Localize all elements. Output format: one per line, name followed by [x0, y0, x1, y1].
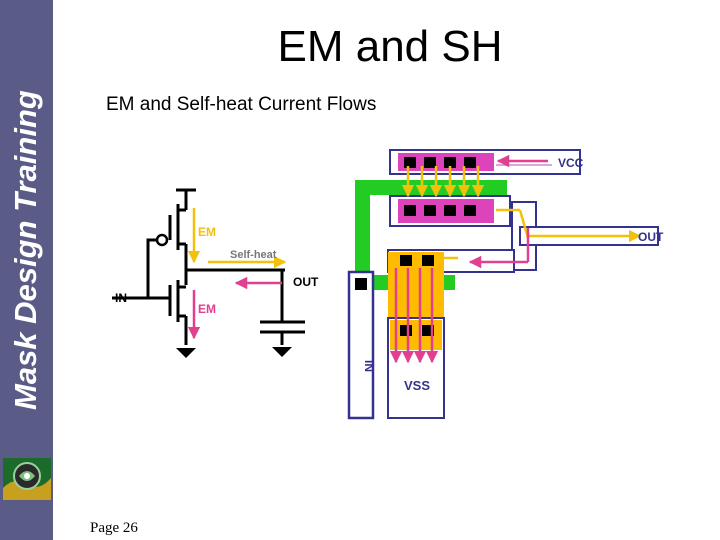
nmos-diffusion-lower	[390, 320, 442, 350]
label-vss: VSS	[404, 378, 430, 393]
label-in-layout: IN	[362, 360, 376, 372]
poly-top	[355, 180, 507, 195]
label-in-schematic: IN	[115, 291, 127, 305]
in-contact	[355, 278, 367, 290]
in-metal	[347, 270, 375, 420]
label-selfheat: Self-heat	[230, 249, 277, 261]
layout-current-arrows	[389, 154, 642, 364]
slide-subtitle: EM and Self-heat Current Flows	[106, 94, 377, 115]
pmos-bubble	[155, 233, 169, 247]
label-vcc: VCC	[558, 156, 584, 170]
slide-title: EM and SH	[277, 22, 503, 71]
cap-ground-icon	[272, 347, 292, 357]
poly-left	[355, 180, 370, 290]
label-out-schematic: OUT	[293, 275, 319, 289]
label-em-top: EM	[198, 225, 216, 239]
page-number: Page 26	[90, 520, 138, 536]
load-capacitor	[260, 320, 305, 334]
nmos-terminals	[178, 285, 188, 345]
contacts	[400, 157, 476, 336]
pmos-terminals	[178, 208, 188, 265]
label-em-bottom: EM	[198, 302, 216, 316]
sidebar: Mask Design Training	[0, 0, 53, 540]
nmos-ground-icon	[176, 348, 196, 358]
inverter-schematic	[112, 188, 305, 345]
gate-wire	[146, 238, 157, 298]
label-out-layout: OUT	[638, 230, 664, 244]
logo-icon	[3, 458, 51, 500]
